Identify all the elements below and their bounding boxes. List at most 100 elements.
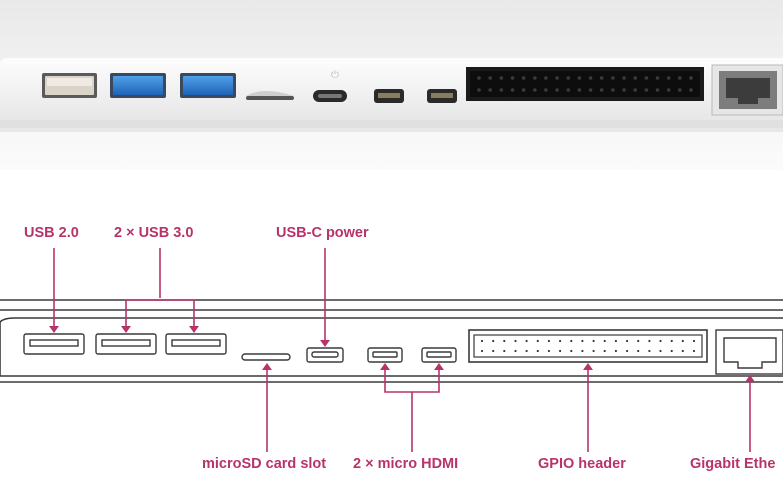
gpio-pin <box>644 76 649 80</box>
gpio-pin <box>503 349 506 353</box>
gpio-pin <box>666 76 671 80</box>
gpio-pin <box>514 339 517 343</box>
gpio-pin <box>689 88 693 92</box>
gpio-pin <box>611 76 615 80</box>
label-usb2: USB 2.0 <box>24 225 79 241</box>
gpio-pin <box>614 349 618 353</box>
gpio-pin <box>510 76 515 80</box>
gpio-pin <box>477 88 481 92</box>
gpio-pin <box>581 349 584 353</box>
label-usb3: 2 × USB 3.0 <box>114 225 194 241</box>
gpio-pin <box>492 339 495 343</box>
gpio-pin <box>670 339 673 343</box>
gpio-pin <box>689 76 693 80</box>
hdmi-port-2 <box>421 347 457 363</box>
gpio-pin <box>622 76 626 80</box>
gpio-pin <box>499 76 504 80</box>
gpio-pin <box>499 88 504 92</box>
gpio-header-photo <box>466 67 704 101</box>
gpio-pin <box>525 349 528 353</box>
gpio-pin <box>577 88 582 92</box>
label-microsd: microSD card slot <box>202 456 327 472</box>
gpio-pin <box>592 349 595 353</box>
gpio-pin <box>626 339 629 343</box>
gpio-pin <box>480 349 484 353</box>
gpio-pin <box>659 339 662 343</box>
microsd-slot <box>241 353 291 361</box>
gpio-pin <box>547 339 551 343</box>
gpio-pin <box>577 76 582 80</box>
gpio-pin <box>566 76 571 80</box>
gpio-pin <box>670 349 673 353</box>
hdmi-port-photo-1 <box>374 89 404 103</box>
gpio-pin <box>547 349 551 353</box>
gpio-pin <box>666 88 671 92</box>
gpio-pin <box>521 88 526 92</box>
label-micro-hdmi: 2 × micro HDMI <box>353 456 459 472</box>
usbc-port <box>306 347 344 363</box>
gpio-pin <box>544 76 548 80</box>
gpio-pin <box>603 339 606 343</box>
ports-diagram <box>0 248 783 452</box>
microsd-slot-photo <box>246 91 294 100</box>
gpio-pin <box>510 88 515 92</box>
gpio-pin <box>533 76 537 80</box>
gpio-pin <box>492 349 495 353</box>
gpio-pin <box>644 88 649 92</box>
gpio-pin <box>570 349 573 353</box>
gpio-pin <box>566 88 571 92</box>
gpio-pin <box>599 88 604 92</box>
hdmi-port-1 <box>367 347 403 363</box>
gpio-pin <box>536 349 539 353</box>
gpio-pin <box>655 76 660 80</box>
gpio-pin <box>588 88 593 92</box>
usb3-port-photo-2 <box>180 73 236 98</box>
usbc-port-photo: ⏻ <box>313 70 347 102</box>
label-gpio: GPIO header <box>538 456 626 472</box>
gpio-pin <box>678 76 682 80</box>
gpio-pin <box>622 88 626 92</box>
gpio-pin <box>559 339 562 343</box>
gpio-pin <box>477 76 481 80</box>
gpio-pin <box>555 88 559 92</box>
gpio-pin <box>592 339 595 343</box>
usb2-port <box>23 333 85 355</box>
gpio-pin <box>648 339 651 343</box>
gpio-pin <box>655 88 660 92</box>
gpio-pin <box>525 339 528 343</box>
gpio-pin <box>588 76 593 80</box>
gpio-pin <box>480 339 484 343</box>
gpio-pin <box>503 339 506 343</box>
gpio-pin <box>681 349 684 353</box>
gpio-pin <box>678 88 682 92</box>
gpio-pin <box>626 349 629 353</box>
gpio-pin <box>536 339 539 343</box>
gpio-pin <box>637 339 640 343</box>
gpio-header <box>468 329 708 363</box>
gpio-pin <box>521 76 526 80</box>
callout-lines <box>53 248 751 452</box>
gpio-pin <box>603 349 606 353</box>
gpio-pin <box>633 76 637 80</box>
gpio-pin <box>692 339 696 343</box>
gpio-pin <box>611 88 615 92</box>
gpio-pin <box>544 88 548 92</box>
callout-arrowheads <box>49 326 755 382</box>
usb3-port-2 <box>165 333 227 355</box>
gpio-pin <box>692 349 696 353</box>
gpio-pin <box>533 88 537 92</box>
rear-edge-outline <box>0 299 783 383</box>
usb3-port-photo-1 <box>110 73 166 98</box>
gpio-pin <box>599 76 604 80</box>
ethernet-port-photo <box>711 64 783 116</box>
svg-text:⏻: ⏻ <box>331 70 339 81</box>
gpio-pin <box>488 76 493 80</box>
gpio-pin <box>637 349 640 353</box>
usb3-port-1 <box>95 333 157 355</box>
rear-panel-photo: ⏻ <box>0 0 783 170</box>
usb2-port-photo <box>42 73 97 98</box>
gpio-pin <box>659 349 662 353</box>
hdmi-port-photo-2 <box>427 89 457 103</box>
gpio-pin <box>488 88 493 92</box>
gpio-pin <box>581 339 584 343</box>
